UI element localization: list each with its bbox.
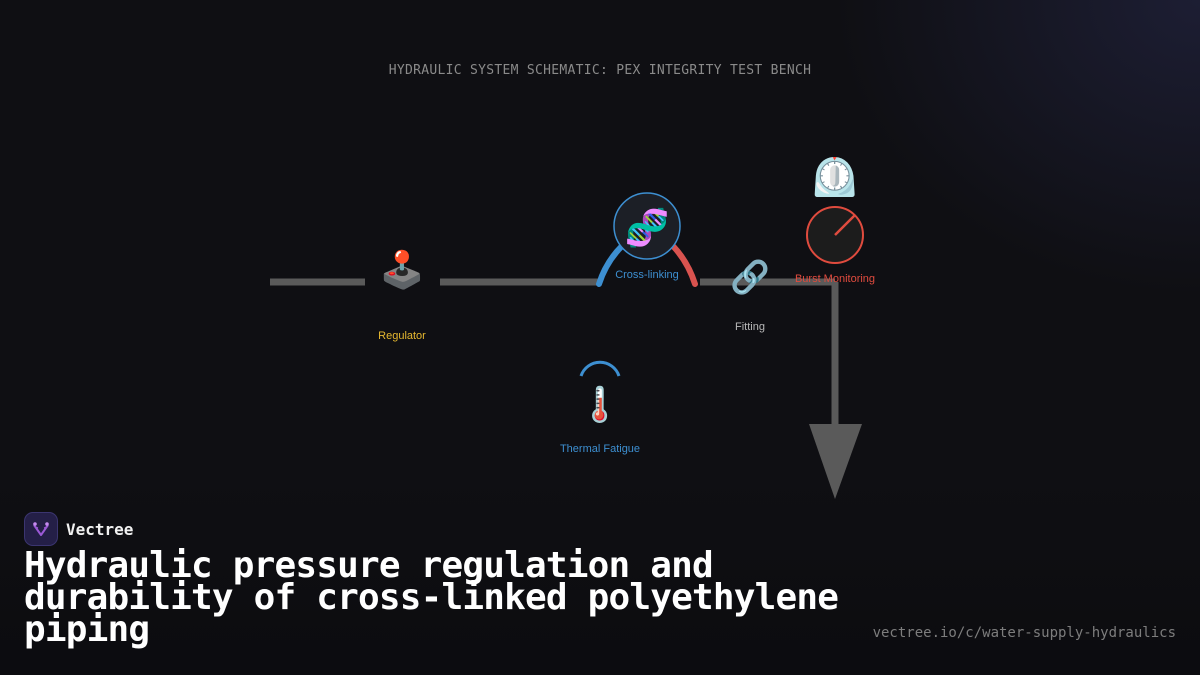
thermal-arc — [579, 360, 621, 377]
node-fitting: 🔗 Fitting — [730, 258, 770, 333]
vectree-logo-icon — [24, 512, 58, 546]
burst-monitoring-label: Burst Monitoring — [795, 273, 875, 285]
node-thermal-fatigue: 🌡️ Thermal Fatigue — [560, 360, 640, 455]
cross-linking-arc-blue — [596, 243, 625, 287]
cross-linking-label: Cross-linking — [615, 269, 679, 281]
brand-name: Vectree — [66, 519, 134, 539]
node-regulator: 🕹️ Regulator — [378, 249, 426, 342]
node-burst-monitoring: ⏲️ Burst Monitoring — [795, 155, 875, 285]
vectree-logo-mark — [33, 522, 49, 536]
joystick-icon: 🕹️ — [380, 249, 425, 291]
regulator-label: Regulator — [378, 330, 426, 342]
thermal-fatigue-label: Thermal Fatigue — [560, 443, 640, 455]
brand[interactable]: Vectree — [24, 512, 133, 546]
cross-linking-ring — [613, 192, 681, 260]
pipe-network — [270, 278, 862, 499]
flow-arrow-head — [809, 424, 862, 499]
node-cross-linking: 🧬 Cross-linking — [596, 192, 698, 287]
link-icon: 🔗 — [730, 258, 770, 296]
page-headline: Hydraulic pressure regulation and durabi… — [24, 545, 839, 650]
cross-linking-arc-red — [670, 243, 698, 287]
gauge-needle — [834, 214, 856, 236]
thermometer-icon: 🌡️ — [579, 385, 621, 425]
stopwatch-icon: ⏲️ — [811, 155, 858, 199]
dna-icon: 🧬 — [625, 206, 670, 249]
fitting-label: Fitting — [735, 321, 765, 333]
source-url[interactable]: vectree.io/c/water-supply-hydraulics — [872, 625, 1176, 641]
schematic-title: HYDRAULIC SYSTEM SCHEMATIC: PEX INTEGRIT… — [388, 63, 812, 78]
